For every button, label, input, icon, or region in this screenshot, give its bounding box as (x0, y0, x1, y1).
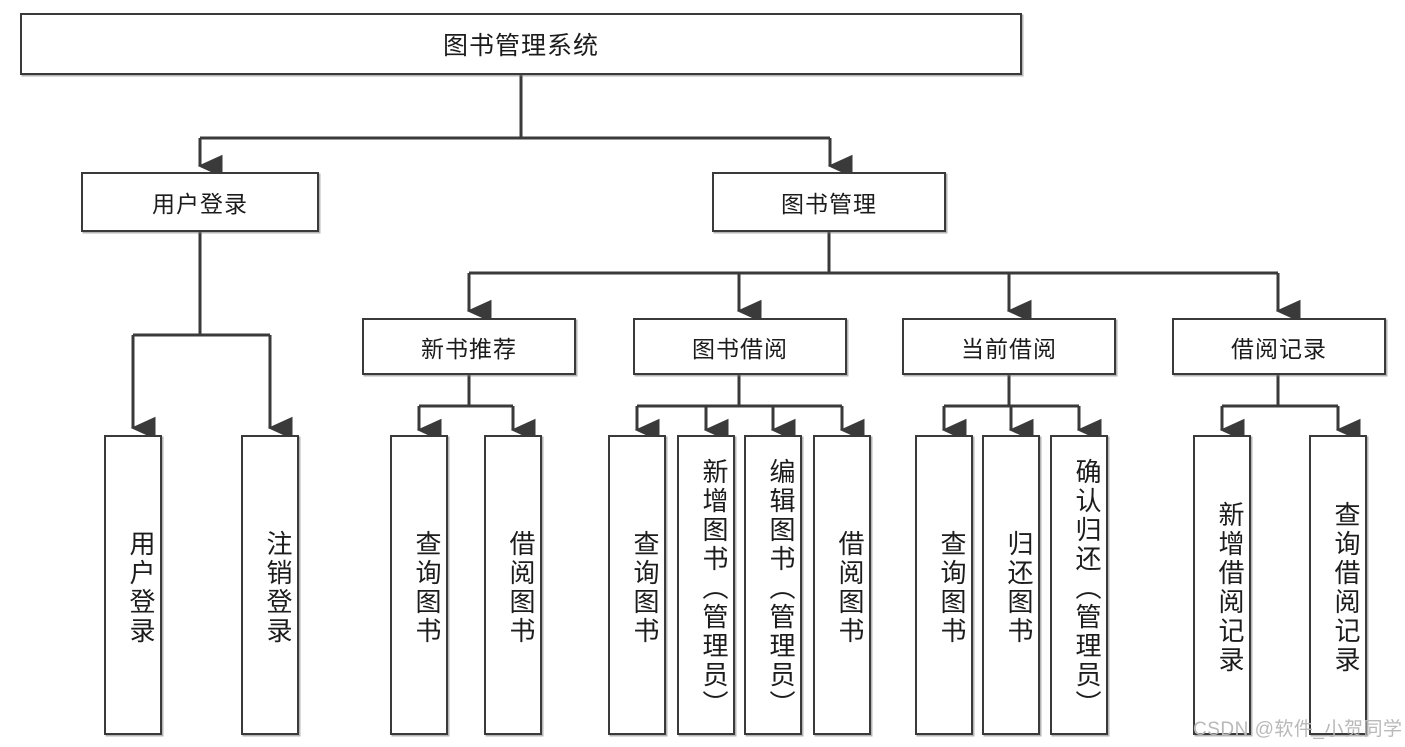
leaf-borrow-add-book-admin[interactable]: 新增图书（管理员） (677, 435, 735, 735)
node-label: 查询图书 (630, 530, 660, 646)
leaf-current-query-book[interactable]: 查询图书 (915, 435, 973, 735)
leaf-borrow-borrow-book[interactable]: 借阅图书 (813, 435, 871, 735)
node-label: 用户登录 (126, 530, 156, 646)
node-label: 新增图书（管理员） (699, 457, 729, 719)
node-label: 借阅记录 (1231, 335, 1327, 362)
leaf-recommend-borrow-book[interactable]: 借阅图书 (484, 435, 542, 735)
node-label: 确认归还（管理员） (1072, 457, 1102, 719)
node-label: 图书管理 (781, 191, 877, 217)
node-label: 当前借阅 (961, 335, 1057, 362)
leaf-record-add-record[interactable]: 新增借阅记录 (1193, 435, 1251, 735)
node-label: 图书管理系统 (442, 32, 599, 60)
watermark-text: CSDN @软件_小贺同学 (1193, 719, 1403, 740)
node-label: 借阅图书 (506, 530, 536, 646)
node-label: 归还图书 (1004, 530, 1034, 646)
leaf-recommend-query-book[interactable]: 查询图书 (390, 435, 448, 735)
node-current-borrow[interactable]: 当前借阅 (902, 318, 1116, 375)
node-new-book-recommend[interactable]: 新书推荐 (362, 318, 576, 375)
leaf-user-login-signin[interactable]: 用户登录 (104, 435, 162, 735)
leaf-current-confirm-return-admin[interactable]: 确认归还（管理员） (1050, 435, 1108, 735)
node-label: 查询图书 (937, 530, 967, 646)
node-borrow-record[interactable]: 借阅记录 (1172, 318, 1386, 375)
node-book-management[interactable]: 图书管理 (712, 172, 946, 232)
node-label: 借阅图书 (835, 530, 865, 646)
node-label: 注销登录 (263, 530, 293, 646)
node-label: 新书推荐 (421, 335, 517, 362)
node-label: 图书借阅 (692, 335, 788, 362)
leaf-record-query-record[interactable]: 查询借阅记录 (1309, 435, 1367, 735)
node-label: 编辑图书（管理员） (766, 457, 796, 719)
leaf-borrow-edit-book-admin[interactable]: 编辑图书（管理员） (744, 435, 802, 735)
node-book-borrow[interactable]: 图书借阅 (633, 318, 847, 375)
node-label: 查询图书 (412, 530, 442, 646)
node-label: 查询借阅记录 (1331, 501, 1361, 675)
node-label: 新增借阅记录 (1215, 501, 1245, 675)
leaf-user-login-logout[interactable]: 注销登录 (241, 435, 299, 735)
node-root-system[interactable]: 图书管理系统 (20, 13, 1022, 75)
node-user-login[interactable]: 用户登录 (81, 172, 319, 232)
leaf-borrow-query-book[interactable]: 查询图书 (608, 435, 666, 735)
node-label: 用户登录 (152, 191, 248, 217)
leaf-current-return-book[interactable]: 归还图书 (982, 435, 1040, 735)
